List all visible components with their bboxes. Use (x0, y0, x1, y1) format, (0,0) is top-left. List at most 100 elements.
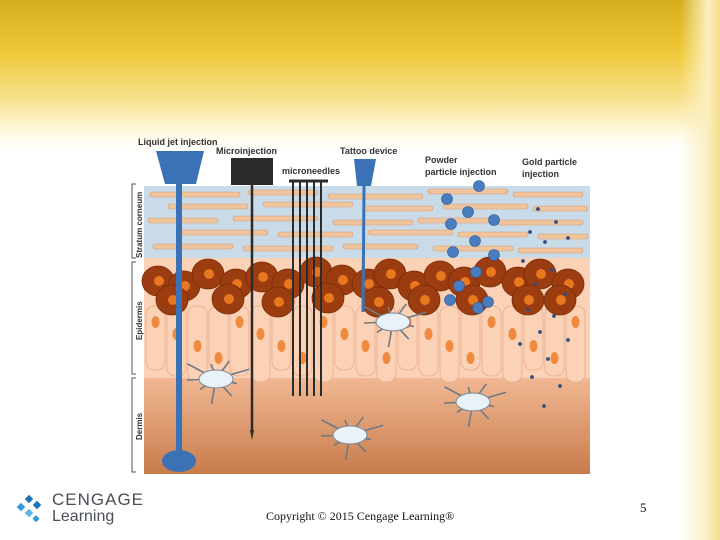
keratin-flake (332, 219, 414, 226)
powder-particle (447, 246, 459, 258)
basal-nucleus (524, 295, 534, 305)
gold-particle (566, 338, 570, 342)
keratin-flake (177, 229, 269, 236)
epidermal-cell (292, 305, 313, 377)
powder-particle (469, 235, 481, 247)
keratin-flake (232, 215, 319, 222)
tattoo-device (354, 159, 376, 313)
gold-particle (538, 330, 542, 334)
basal-nucleus (386, 269, 396, 279)
dendritic-body (332, 425, 368, 445)
cell-nucleus (214, 352, 223, 364)
dermis-label: Dermis (135, 412, 144, 440)
cell-nucleus (277, 340, 286, 352)
logo-line2: Learning (52, 508, 115, 525)
epidermal-cell (250, 305, 271, 383)
gold-particle (554, 220, 558, 224)
cell-nucleus (550, 352, 559, 364)
gold-particle (521, 259, 525, 263)
keratin-flake (277, 231, 354, 238)
basal-nucleus (274, 297, 284, 307)
logo-line1: CENGAGE (52, 490, 145, 509)
powder-particle (482, 296, 494, 308)
epidermal-cell (145, 305, 166, 371)
basal-nucleus (556, 295, 566, 305)
microneedles-label: microneedles (282, 166, 340, 176)
cell-nucleus (382, 352, 391, 364)
gold-particle (518, 342, 522, 346)
keratin-flake (432, 245, 514, 252)
dendritic-cell (186, 360, 250, 405)
keratin-flake (167, 203, 249, 210)
gold-particle (543, 240, 547, 244)
dendritic-cell (443, 383, 507, 428)
powder-particle (488, 249, 500, 261)
powder-label-line2: particle injection (425, 167, 497, 177)
powder-particle (473, 180, 485, 192)
keratin-flake (517, 247, 584, 254)
cell-nucleus (529, 340, 538, 352)
keratin-flake (342, 243, 419, 250)
microinjection-label: Microinjection (216, 146, 277, 156)
cell-nucleus (361, 340, 370, 352)
powder-label-line1: Powder (425, 155, 458, 165)
gold-particle (546, 357, 550, 361)
cell-nucleus (508, 328, 517, 340)
copyright-text: Copyright © 2015 Cengage Learning® (266, 509, 455, 523)
gold-label-line1: Gold particle (522, 157, 577, 167)
keratin-flake (442, 203, 529, 210)
basal-nucleus (536, 269, 546, 279)
keratin-flake (242, 245, 334, 252)
powder-particle (472, 302, 484, 314)
powder-particle (453, 280, 465, 292)
cengage-logo: CENGAGE Learning (16, 490, 146, 530)
dendritic-body (375, 312, 411, 332)
cell-nucleus (193, 340, 202, 352)
keratin-flake (147, 217, 219, 224)
cell-nucleus (571, 316, 580, 328)
keratin-flake (537, 233, 589, 240)
cell-nucleus (235, 316, 244, 328)
basal-nucleus (436, 271, 446, 281)
basal-nucleus (364, 279, 374, 289)
keratin-flake (497, 219, 584, 226)
gold-particle (536, 207, 540, 211)
basal-nucleus (204, 269, 214, 279)
cell-nucleus (340, 328, 349, 340)
powder-particle (444, 294, 456, 306)
basal-nucleus (154, 276, 164, 286)
keratin-flake (367, 229, 454, 236)
basal-nucleus (486, 267, 496, 277)
epidermis-label: Epidermis (135, 301, 144, 340)
keratin-flake (327, 193, 424, 200)
tattoo-device-label: Tattoo device (340, 146, 397, 156)
cell-nucleus (466, 352, 475, 364)
stratum-corneum-label: Stratum corneum (135, 192, 144, 258)
dendritic-cell (320, 416, 384, 461)
gold-label-line2: injection (522, 169, 559, 179)
layer-bracket (131, 183, 136, 473)
basal-nucleus (514, 277, 524, 287)
basal-nucleus (374, 297, 384, 307)
microneedles-device (289, 179, 328, 396)
basal-nucleus (284, 279, 294, 289)
gold-particle (566, 236, 570, 240)
gold-particle (563, 292, 567, 296)
epidermal-cell (565, 305, 586, 383)
powder-particles (441, 180, 500, 314)
cell-nucleus (445, 340, 454, 352)
cell-nucleus (151, 316, 160, 328)
powder-particle (445, 218, 457, 230)
gold-particle (534, 282, 538, 286)
cengage-mark-icon (16, 494, 42, 523)
gold-particle (530, 375, 534, 379)
keratin-flake (152, 243, 234, 250)
epidermal-cells (145, 305, 586, 383)
basal-nucleus (258, 272, 268, 282)
liquid-jet-label: Liquid jet injection (138, 137, 218, 147)
dendritic-body (198, 369, 234, 389)
gold-particle (558, 384, 562, 388)
dendritic-body (455, 392, 491, 412)
page-number: 5 (640, 500, 647, 515)
powder-particle (470, 266, 482, 278)
